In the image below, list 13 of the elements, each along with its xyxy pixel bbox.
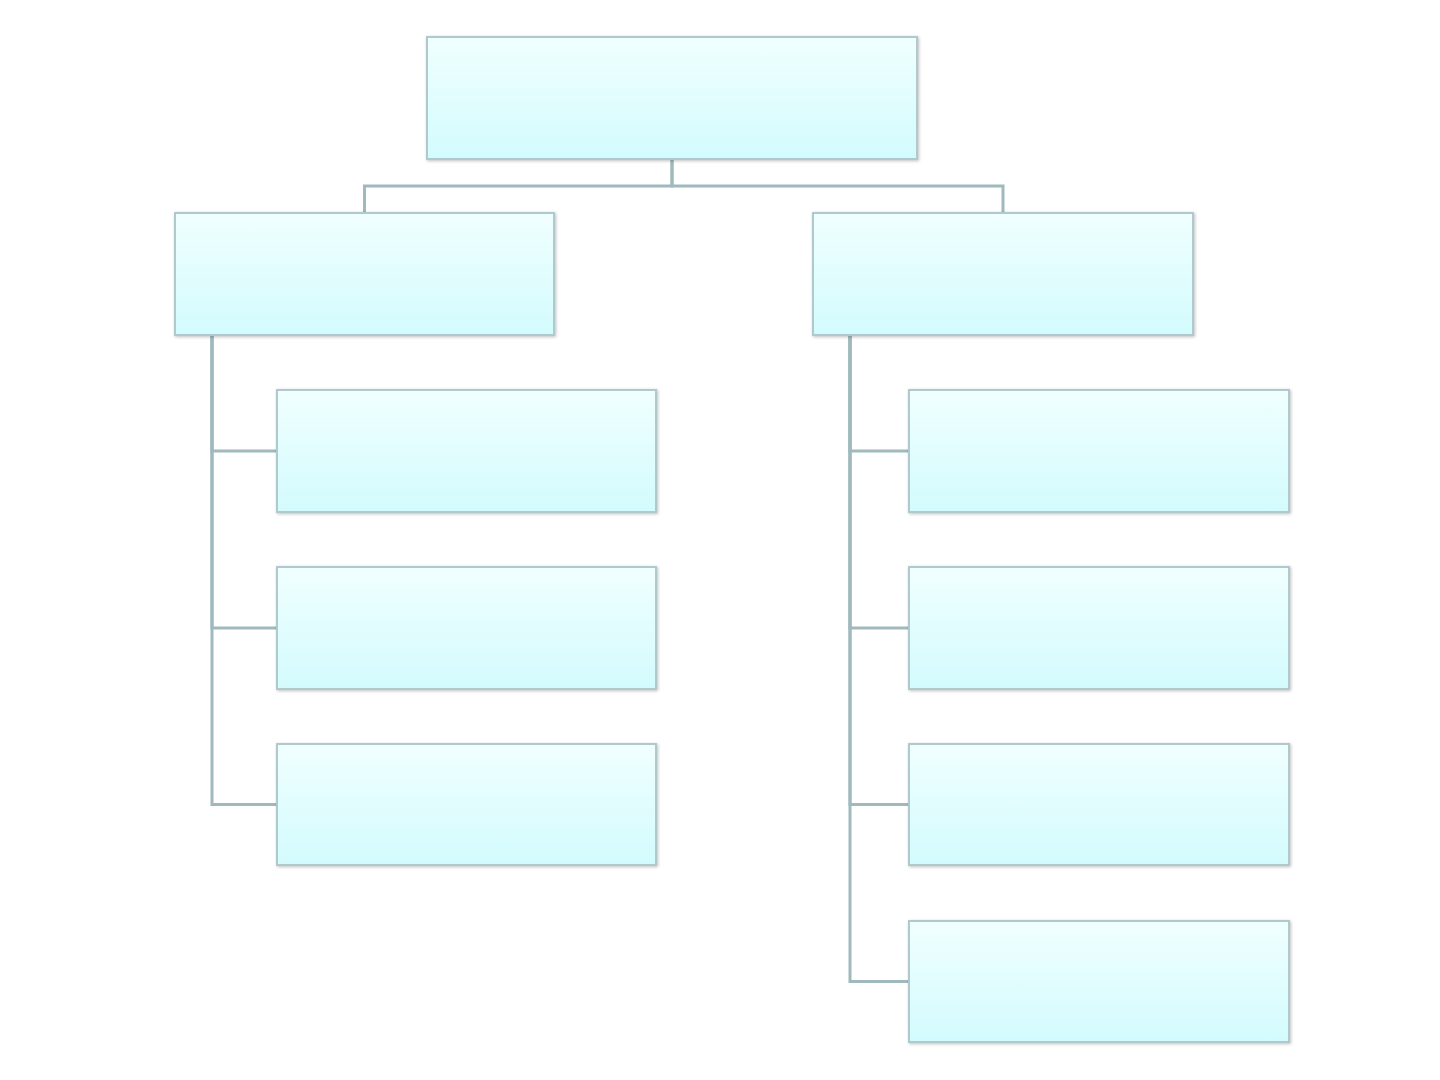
empty-box	[276, 566, 657, 690]
empty-box	[908, 743, 1290, 866]
empty-box	[908, 566, 1290, 690]
connector-line	[848, 336, 908, 983]
empty-box	[276, 743, 657, 866]
empty-box	[908, 389, 1290, 513]
empty-box	[276, 389, 657, 513]
empty-box	[908, 920, 1290, 1043]
connector-line	[210, 336, 276, 806]
empty-box	[426, 36, 918, 160]
empty-box	[174, 212, 555, 336]
connector-line	[670, 160, 1005, 212]
empty-box	[812, 212, 1194, 336]
